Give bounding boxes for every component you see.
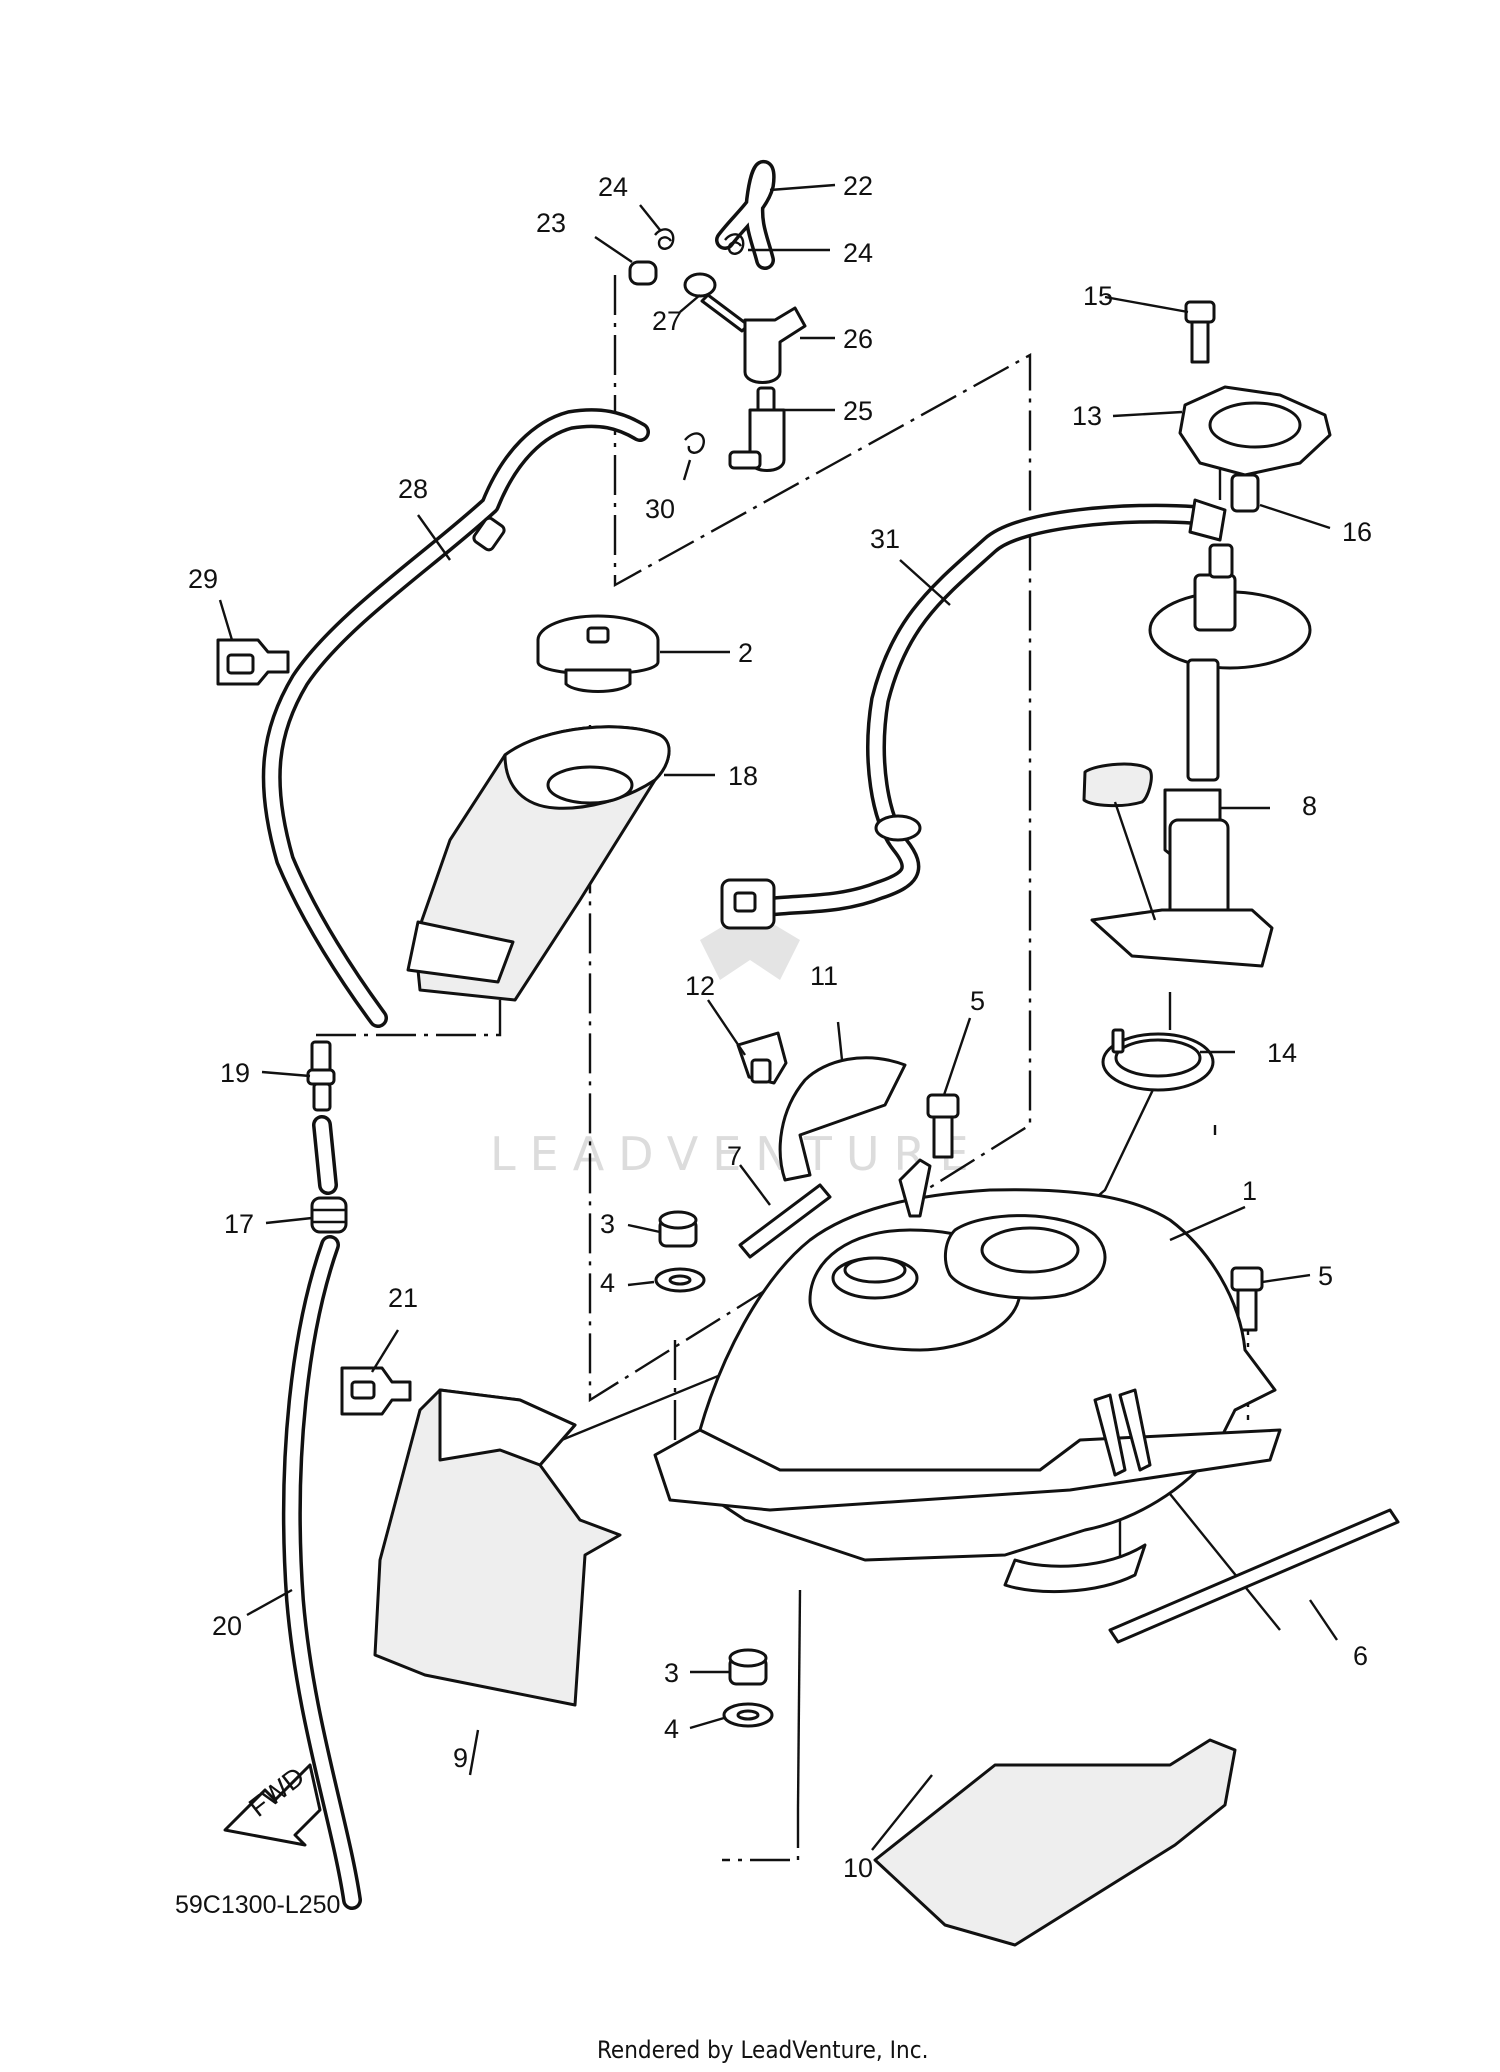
grommet-17 <box>310 1196 348 1234</box>
hose-20-drain <box>281 1235 362 1910</box>
callout-24a: 24 <box>598 172 628 202</box>
nut-3b <box>728 1648 768 1686</box>
callout-11: 11 <box>810 961 838 991</box>
leader-lines <box>218 183 1338 1851</box>
callout-17: 17 <box>224 1209 254 1239</box>
hose-17-short <box>312 1115 338 1195</box>
callout-14: 14 <box>1267 1038 1297 1068</box>
callout-29: 29 <box>188 564 218 594</box>
strip-6 <box>1108 1508 1400 1644</box>
tank-cover-18 <box>406 725 671 1002</box>
callout-8: 8 <box>1302 791 1317 821</box>
callout-26: 26 <box>843 324 873 354</box>
clamp-24a <box>654 228 675 250</box>
callout-30: 30 <box>645 494 675 524</box>
callout-3b: 3 <box>664 1658 679 1688</box>
callout-2: 2 <box>738 638 753 668</box>
watermark-text: LEADVENTURE <box>490 1127 983 1181</box>
callout-labels: 1 2 3 3 4 4 5 5 6 7 8 9 10 11 12 13 14 1… <box>188 171 1372 1883</box>
callout-28: 28 <box>398 474 428 504</box>
callout-6: 6 <box>1353 1641 1368 1671</box>
callout-4b: 4 <box>664 1714 679 1744</box>
bracket-26 <box>743 306 807 384</box>
fuel-pump-8 <box>1082 543 1312 968</box>
washer-4a <box>654 1267 706 1293</box>
callout-19: 19 <box>220 1058 250 1088</box>
callout-18: 18 <box>728 761 758 791</box>
filler-cap-2 <box>536 614 660 693</box>
callout-10: 10 <box>843 1853 873 1883</box>
callout-7: 7 <box>727 1141 742 1171</box>
hose-31-fuel <box>720 498 1227 930</box>
callout-22: 22 <box>843 171 873 201</box>
callout-27: 27 <box>652 306 682 336</box>
watermark: LEADVENTURE <box>490 910 983 1181</box>
ring-14 <box>1101 1028 1215 1092</box>
bolt-15 <box>1184 300 1216 364</box>
callout-3a: 3 <box>600 1209 615 1239</box>
clip-12 <box>736 1031 788 1085</box>
callout-4a: 4 <box>600 1268 615 1298</box>
diagram-code: 59C1300-L250 <box>175 1891 340 1919</box>
fwd-arrow-icon: FWD <box>223 1761 322 1847</box>
pad-10 <box>873 1738 1237 1947</box>
callout-16: 16 <box>1342 517 1372 547</box>
cap-23 <box>628 260 658 286</box>
callout-21: 21 <box>388 1283 418 1313</box>
clamp-30 <box>684 432 705 454</box>
callout-31: 31 <box>870 524 900 554</box>
callout-15: 15 <box>1083 281 1113 311</box>
fitting-19 <box>306 1040 336 1112</box>
strip-7 <box>738 1183 832 1259</box>
callout-5b: 5 <box>1318 1261 1333 1291</box>
callout-9: 9 <box>453 1743 468 1773</box>
callout-13: 13 <box>1072 401 1102 431</box>
hose-22-vent <box>715 159 776 270</box>
nut-3a <box>658 1210 698 1248</box>
valve-25 <box>728 386 786 472</box>
clamp-24b <box>724 233 745 255</box>
guard-9 <box>373 1388 622 1707</box>
screw-27 <box>683 272 750 333</box>
gasket-13 <box>1178 385 1332 477</box>
bolt-5b <box>1230 1266 1264 1332</box>
hose-28-breather <box>261 408 650 1028</box>
bolt-5a <box>926 1093 960 1159</box>
callout-5a: 5 <box>970 986 985 1016</box>
washer-4b <box>722 1702 774 1728</box>
callout-24b: 24 <box>843 238 873 268</box>
callout-20: 20 <box>212 1611 242 1641</box>
fuel-tank-1 <box>653 1158 1282 1594</box>
clip-29 <box>216 638 290 686</box>
callout-25: 25 <box>843 396 873 426</box>
pad-11 <box>778 1056 907 1182</box>
callout-23: 23 <box>536 208 566 238</box>
clip-21 <box>340 1366 412 1416</box>
credit-text: Rendered by LeadVenture, Inc. <box>597 2036 928 2064</box>
callout-1: 1 <box>1242 1176 1257 1206</box>
callout-12: 12 <box>685 971 715 1001</box>
